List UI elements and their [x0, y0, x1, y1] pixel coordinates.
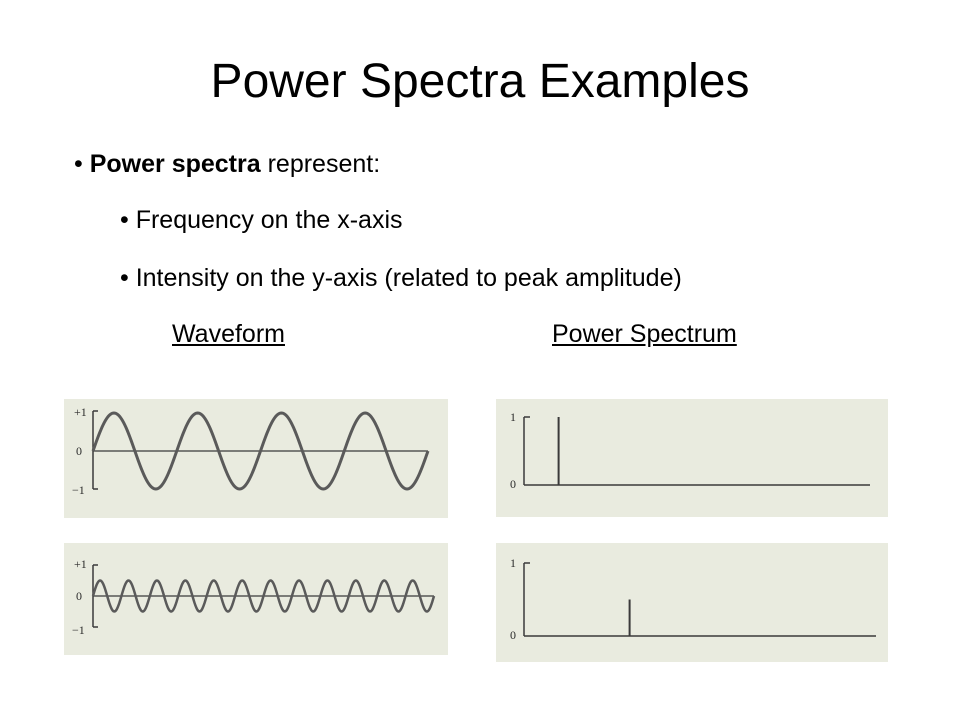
heading-power-spectrum: Power Spectrum	[552, 320, 737, 348]
y-label-one: 1	[510, 410, 516, 424]
heading-waveform: Waveform	[172, 320, 285, 348]
spectrum-plot-2	[523, 562, 876, 637]
y-label-zero: 0	[510, 477, 516, 491]
bullet-intensity: • Intensity on the y-axis (related to pe…	[120, 264, 682, 292]
y-label-zero: 0	[510, 628, 516, 642]
spectrum-panel-1: 1 0	[496, 399, 888, 517]
y-label-plus1: +1	[74, 557, 87, 571]
y-label-zero: 0	[76, 444, 82, 458]
waveform-panel-2: +1 0 −1	[64, 543, 448, 655]
bullet-bold-term: Power spectra	[89, 150, 261, 178]
waveform-plot-2	[91, 564, 436, 628]
bullet-rest: represent:	[260, 150, 381, 178]
slide-title: Power Spectra Examples	[210, 55, 750, 108]
bullet-marker: •	[74, 150, 83, 178]
y-label-one: 1	[510, 556, 516, 570]
bullet-frequency: • Frequency on the x-axis	[120, 206, 403, 234]
y-label-minus1: −1	[72, 623, 85, 637]
y-label-minus1: −1	[72, 483, 85, 497]
spectrum-panel-2: 1 0	[496, 543, 888, 662]
y-label-zero: 0	[76, 589, 82, 603]
waveform-curve	[91, 411, 430, 491]
bullet-power-spectra: • Power spectra represent:	[74, 148, 380, 180]
spectrum-plot-1	[523, 416, 870, 486]
waveform-curve	[91, 579, 436, 613]
y-label-plus1: +1	[74, 405, 87, 419]
waveform-panel-1: +1 0 −1	[64, 399, 448, 518]
waveform-plot-1	[91, 410, 430, 491]
